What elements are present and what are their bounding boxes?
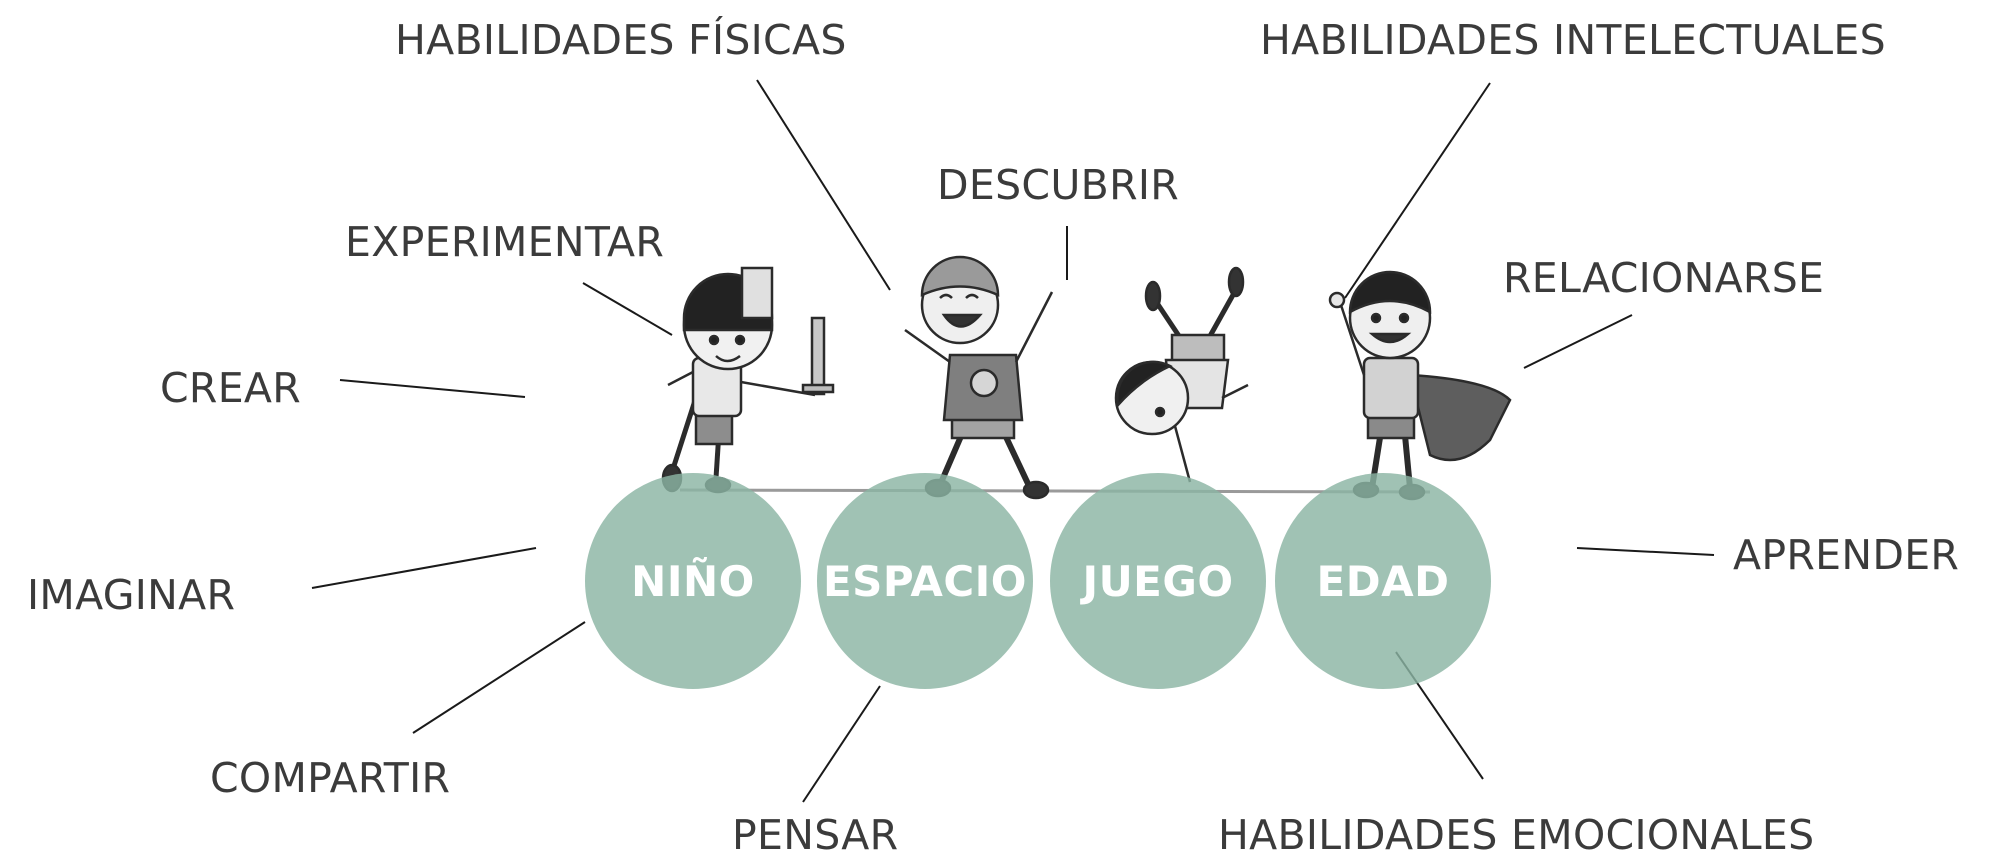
- label-compartir: COMPARTIR: [210, 754, 451, 802]
- circle-nino: NIÑO: [585, 473, 801, 689]
- circle-juego: JUEGO: [1050, 473, 1266, 689]
- label-pensar: PENSAR: [732, 811, 899, 859]
- connector-habilidades-fisicas: [756, 79, 891, 291]
- child-superhero-icon: [1328, 270, 1512, 501]
- connector-pensar: [802, 685, 881, 803]
- label-imaginar: IMAGINAR: [27, 571, 236, 619]
- circle-label: NIÑO: [631, 556, 755, 606]
- label-crear: CREAR: [160, 364, 302, 412]
- circle-espacio: ESPACIO: [817, 473, 1033, 689]
- child-cartwheel-icon: [1114, 266, 1249, 483]
- connector-relacionarse: [1523, 314, 1633, 369]
- label-experimentar: EXPERIMENTAR: [345, 218, 665, 266]
- connector-aprender: [1576, 547, 1715, 556]
- label-descubrir: DESCUBRIR: [937, 161, 1180, 209]
- label-relacionarse: RELACIONARSE: [1503, 254, 1825, 302]
- connector-experimentar: [582, 282, 673, 336]
- connector-habilidades-intelectuales: [1344, 82, 1491, 299]
- label-habilidades-emocionales: HABILIDADES EMOCIONALES: [1218, 811, 1815, 859]
- connector-compartir: [412, 621, 586, 734]
- child-knight-icon: [661, 266, 835, 494]
- circle-label: EDAD: [1316, 556, 1450, 606]
- child-cheering-icon: [904, 255, 1054, 500]
- label-habilidades-fisicas: HABILIDADES FÍSICAS: [395, 16, 847, 64]
- label-habilidades-intelectuales: HABILIDADES INTELECTUALES: [1260, 16, 1886, 64]
- connector-imaginar: [311, 547, 537, 589]
- connector-crear: [339, 379, 526, 398]
- ground-line: [679, 488, 1431, 494]
- circle-edad: EDAD: [1275, 473, 1491, 689]
- circle-label: JUEGO: [1082, 556, 1234, 606]
- label-aprender: APRENDER: [1733, 531, 1960, 579]
- circle-label: ESPACIO: [822, 556, 1028, 606]
